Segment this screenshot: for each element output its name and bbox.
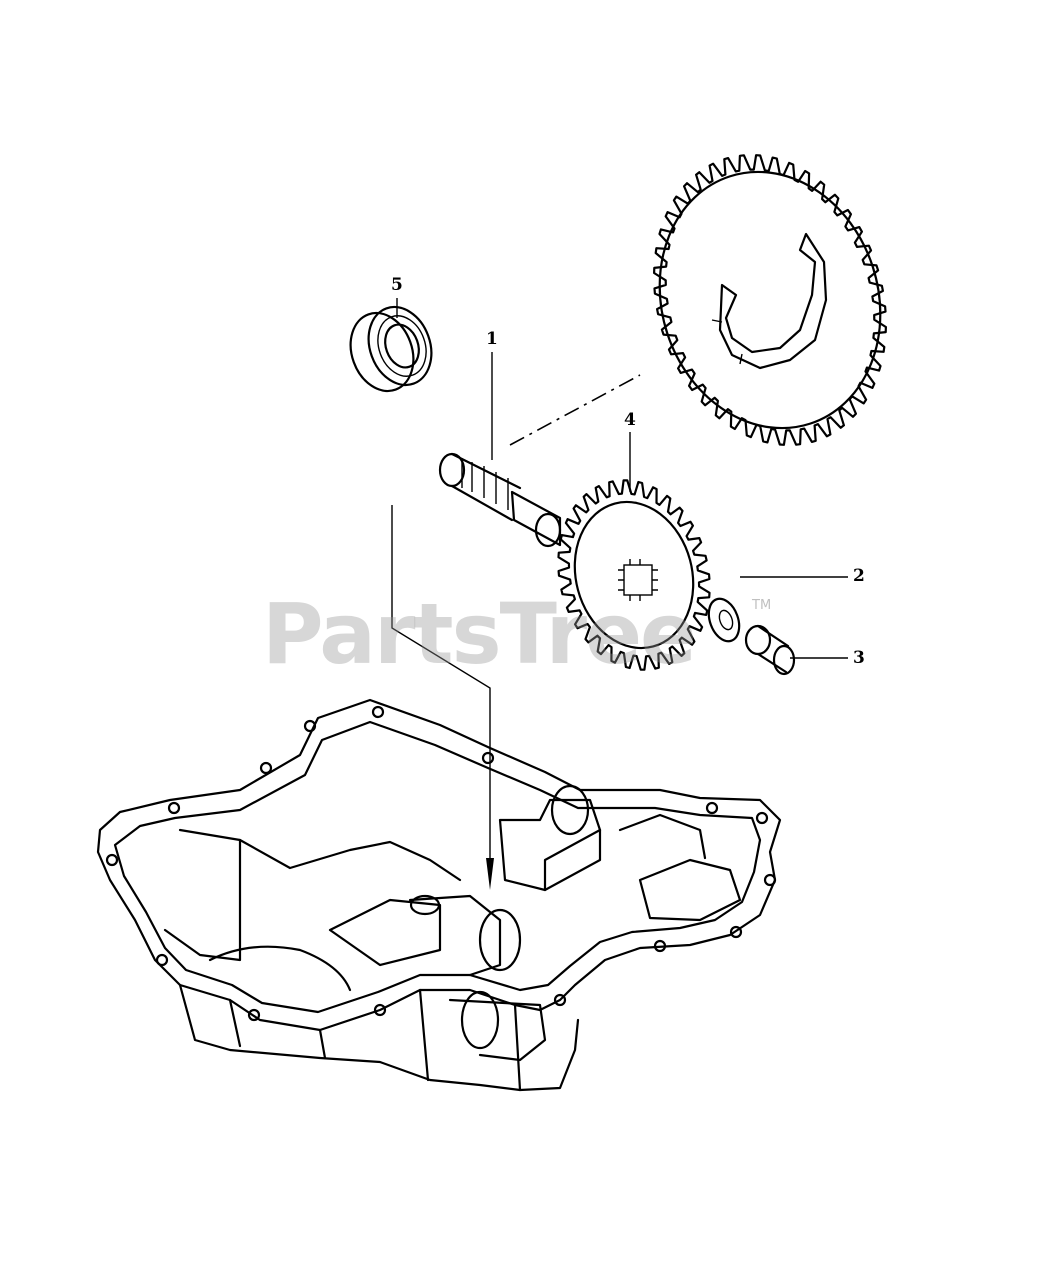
callout-part-4: 4 <box>624 410 636 430</box>
ball-bearing <box>349 305 433 393</box>
dash-line-shaft-to-gear <box>509 374 641 446</box>
gear-hub-splines <box>618 559 658 601</box>
pinion-shaft <box>438 452 562 548</box>
callout-part-2: 2 <box>853 566 865 586</box>
washer <box>707 597 741 643</box>
callout-part-5: 5 <box>391 275 403 295</box>
callout-part-1: 1 <box>486 329 498 349</box>
leader-lines <box>391 298 848 890</box>
watermark-trademark: TM <box>752 598 772 613</box>
watermark-brand: PartsTree <box>262 585 697 683</box>
callout-part-3: 3 <box>853 648 865 668</box>
large-gear <box>653 154 887 446</box>
bushing <box>744 624 796 676</box>
crankcase-housing <box>96 698 782 1092</box>
medium-gear <box>557 479 711 671</box>
